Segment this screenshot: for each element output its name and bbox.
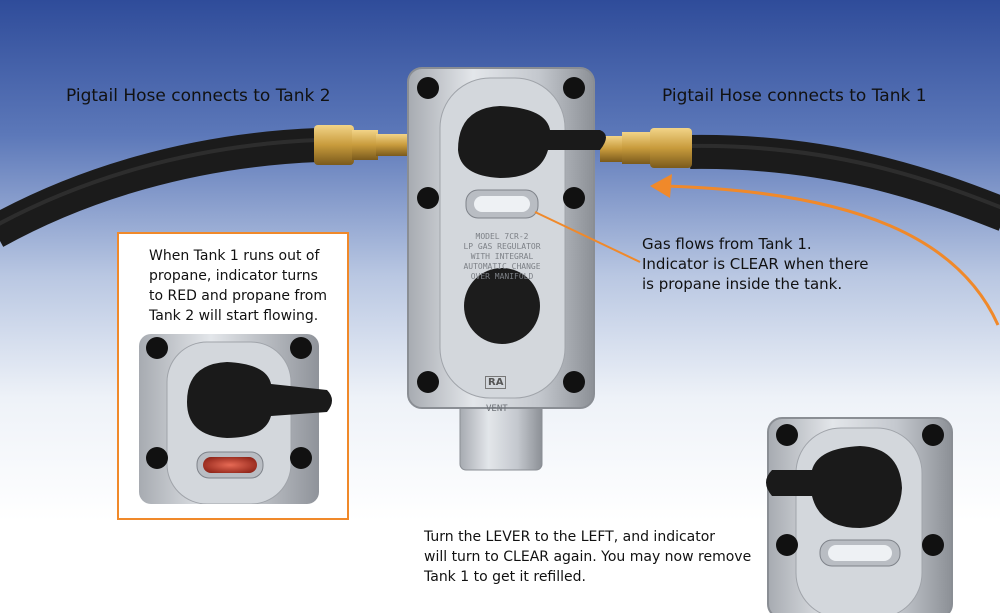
lever-instruction: Turn the LEVER to the LEFT, and indicato… [424,527,764,587]
empty-tank-line: propane, indicator turns [149,268,318,284]
inset-regulator-red [139,334,332,504]
orange-arrow-head [650,174,672,198]
empty-tank-line: When Tank 1 runs out of [149,248,320,264]
main-regulator-screws [417,77,585,393]
model-line: AUTOMATIC CHANGE [463,262,541,271]
gas-flow-line: is propane inside the tank. [642,275,843,293]
lever-line: Tank 1 to get it refilled. [424,569,586,585]
main-lever [458,106,606,178]
screw-icon [290,447,312,469]
gas-flow-note: Gas flows from Tank 1. Indicator is CLEA… [642,234,882,294]
model-line: WITH INTEGRAL [470,252,534,261]
red-indicator [203,457,257,473]
orange-arrow [664,184,1000,326]
model-line: LP GAS REGULATOR [463,242,541,251]
screw-icon [146,337,168,359]
regulator-model-text: MODEL 7CR-2 LP GAS REGULATOR WITH INTEGR… [452,232,552,282]
model-line: OVER MANIFOLD [470,272,534,281]
left-hose-label: Pigtail Hose connects to Tank 2 [66,86,331,106]
left-brass-fitting [314,125,410,165]
inset-lever-right [187,362,332,438]
empty-tank-line: Tank 2 will start flowing. [149,308,319,324]
lever-line: Turn the LEVER to the LEFT, and indicato… [424,529,716,545]
empty-tank-line: to RED and propane from [149,288,327,304]
right-hose-label: Pigtail Hose connects to Tank 1 [662,86,927,106]
empty-tank-note: When Tank 1 runs out of propane, indicat… [149,246,339,326]
regulator-logo: RA [485,376,507,389]
gas-flow-line: Gas flows from Tank 1. [642,235,812,253]
empty-tank-callout: When Tank 1 runs out of propane, indicat… [117,232,349,520]
screw-icon [146,447,168,469]
left-hose [0,128,319,247]
right-hose [689,134,1000,231]
vent-label: VENT [486,404,508,414]
inset-lever-left [766,446,902,528]
screw-icon [290,337,312,359]
gas-flow-line: Indicator is CLEAR when there [642,255,869,273]
right-brass-fitting [600,128,692,168]
lever-line: will turn to CLEAR again. You may now re… [424,549,752,565]
model-line: MODEL 7CR-2 [475,232,529,241]
pointer-line [534,211,641,263]
